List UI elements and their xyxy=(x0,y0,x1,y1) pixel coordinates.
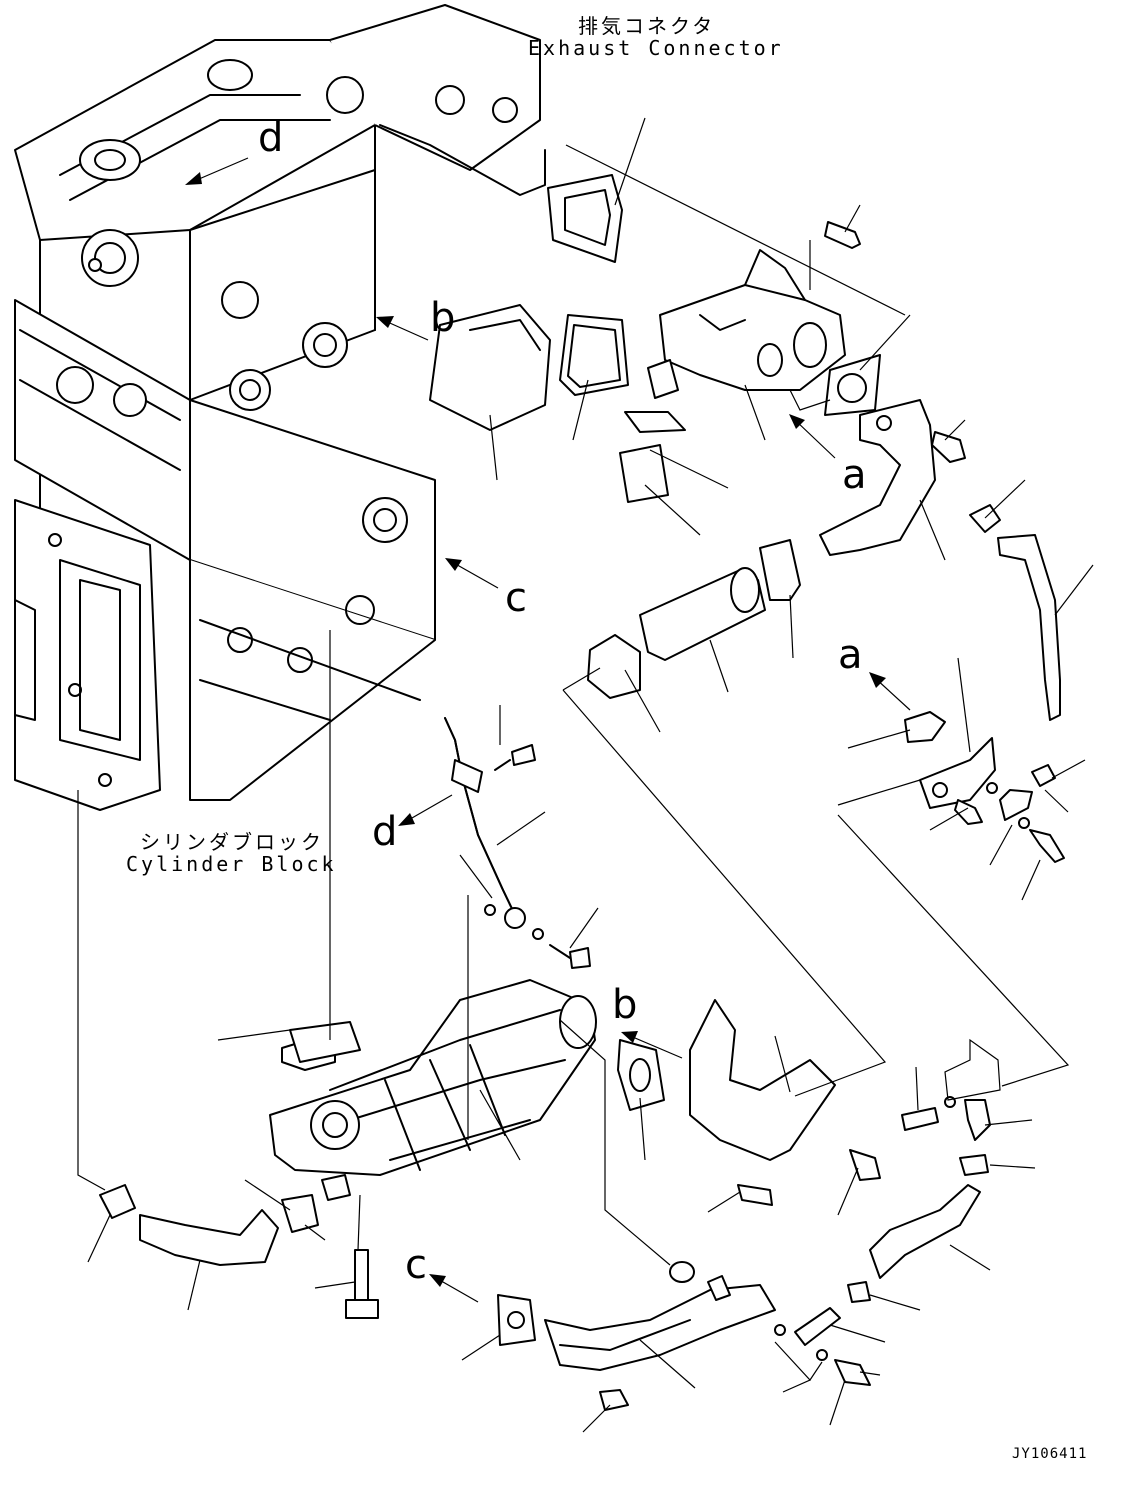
tube-d-group xyxy=(444,717,591,969)
lower-pipe-group xyxy=(497,1184,981,1411)
egr-valve-group xyxy=(429,174,966,556)
callout-a-lower: a xyxy=(838,632,863,678)
direction-arrows xyxy=(185,157,911,1303)
engine-block xyxy=(14,4,546,811)
egr-cooler-group xyxy=(99,979,991,1319)
leader-lines xyxy=(77,117,1094,1433)
hose-clamp-group xyxy=(587,504,1065,863)
callout-c-lower: c xyxy=(405,1242,427,1288)
callout-b-top: b xyxy=(430,295,456,341)
drawing-code: JY106411 xyxy=(1012,1446,1088,1462)
callout-c-upper: c xyxy=(505,575,527,621)
exhaust-connector-label-jp: 排気コネクタ xyxy=(578,14,716,38)
exhaust-connector-label-en: Exhaust Connector xyxy=(528,36,784,60)
cylinder-block-label-en: Cylinder Block xyxy=(126,852,337,876)
cylinder-block-label-jp: シリンダブロック xyxy=(140,830,324,854)
callout-b-lower: b xyxy=(612,982,638,1028)
callout-a-upper: a xyxy=(842,452,867,498)
callout-d-top: d xyxy=(258,115,284,161)
callout-d-lower: d xyxy=(372,809,398,855)
